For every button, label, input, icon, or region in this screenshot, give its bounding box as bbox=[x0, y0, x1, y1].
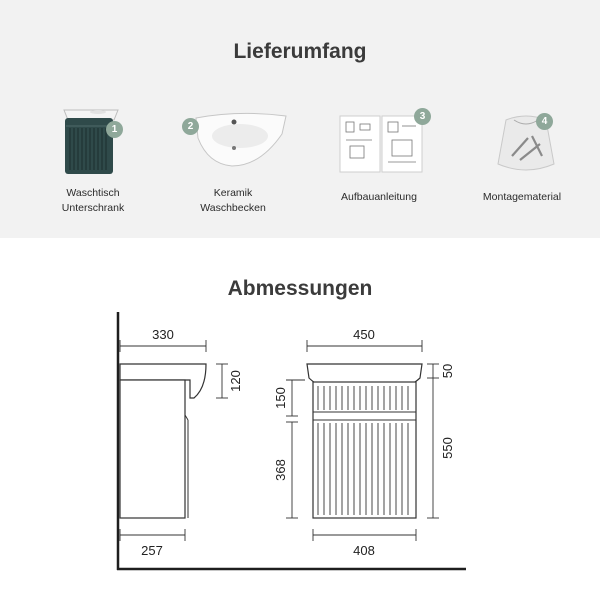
item-label-line: Waschtisch bbox=[66, 187, 120, 199]
dim-basin-width: 450 bbox=[353, 327, 375, 342]
hardware-bag-icon bbox=[497, 115, 555, 171]
dim-basin-rim: 50 bbox=[440, 364, 455, 378]
item-label-line: Montagematerial bbox=[482, 191, 562, 203]
item-number-badge: 2 bbox=[182, 118, 199, 135]
vanity-cabinet-icon bbox=[63, 109, 119, 174]
dim-cabinet-depth: 257 bbox=[141, 543, 163, 558]
item-label-line: Keramik bbox=[213, 187, 253, 199]
item-number-badge: 3 bbox=[414, 108, 431, 125]
delivery-title: Lieferumfang bbox=[233, 40, 367, 63]
dimensions-title: Abmessungen bbox=[227, 277, 373, 300]
dim-basin-depth: 330 bbox=[152, 327, 174, 342]
front-view: 450 50 550 150 368 408 bbox=[273, 327, 455, 558]
item-label: Montagematerial bbox=[457, 190, 587, 205]
item-label: Keramik Waschbecken bbox=[168, 186, 298, 216]
ceramic-basin-icon bbox=[195, 112, 287, 167]
item-number-badge: 4 bbox=[536, 113, 553, 130]
delivery-section: Lieferumfang 1 Waschtisch Unterschrank bbox=[0, 0, 600, 238]
item-label: Waschtisch Unterschrank bbox=[28, 186, 158, 216]
dim-total-height: 550 bbox=[440, 437, 455, 459]
item-label-line: Waschbecken bbox=[200, 202, 266, 214]
side-view: 330 120 257 bbox=[119, 327, 243, 558]
dim-cabinet-width: 408 bbox=[353, 543, 375, 558]
item-label: Aufbauanleitung bbox=[314, 190, 444, 205]
item-number-badge: 1 bbox=[106, 121, 123, 138]
item-label-line: Unterschrank bbox=[61, 202, 125, 214]
dim-basin-height: 120 bbox=[228, 370, 243, 392]
dim-cabinet-lower: 368 bbox=[273, 459, 288, 481]
manual-icon bbox=[339, 115, 423, 173]
item-label-line: Aufbauanleitung bbox=[341, 191, 417, 203]
dim-top-section: 150 bbox=[273, 387, 288, 409]
